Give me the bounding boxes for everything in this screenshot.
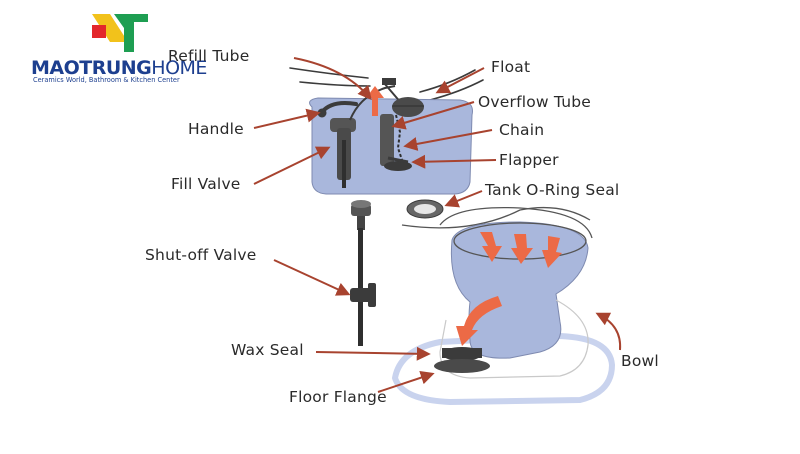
label-tank-o-ring-seal: Tank O-Ring Seal bbox=[485, 181, 620, 199]
arrow-handle bbox=[253, 108, 321, 129]
logo-brand-bold: MAOTRUNG bbox=[31, 57, 152, 79]
chain-part bbox=[395, 114, 403, 161]
label-chain: Chain bbox=[499, 121, 545, 139]
tank-o-ring-part bbox=[406, 199, 444, 219]
arrow-fill-valve bbox=[253, 146, 331, 185]
logo-brand: MAOTRUNGHOME bbox=[31, 57, 207, 79]
fill-valve-part bbox=[330, 118, 356, 188]
overflow-tube-part bbox=[380, 114, 394, 166]
bowl-seat bbox=[401, 206, 593, 239]
logo-brand-light: HOME bbox=[151, 57, 207, 79]
arrow-overflow-tube bbox=[391, 101, 475, 130]
label-floor-flange: Floor Flange bbox=[289, 388, 387, 406]
floor-flange-part bbox=[434, 359, 490, 373]
shut-off-valve-part bbox=[350, 283, 376, 307]
arrow-float bbox=[435, 67, 485, 94]
logo-tagline: Ceramics World, Bathroom & Kitchen Cente… bbox=[33, 76, 180, 84]
arrow-floor-flange bbox=[377, 370, 435, 393]
label-fill-valve: Fill Valve bbox=[171, 175, 241, 193]
wax-seal-part bbox=[442, 347, 482, 361]
label-shut-off-valve: Shut-off Valve bbox=[145, 246, 257, 264]
flush-arrows-icon bbox=[480, 232, 562, 268]
label-handle: Handle bbox=[188, 120, 244, 138]
logo-mark-icon bbox=[92, 14, 148, 52]
arrow-refill-tube bbox=[293, 57, 372, 101]
label-wax-seal: Wax Seal bbox=[231, 341, 304, 359]
arrow-tank-o-ring bbox=[444, 190, 483, 208]
label-overflow-tube: Overflow Tube bbox=[478, 93, 592, 111]
label-float: Float bbox=[491, 58, 531, 76]
arrow-wax-seal bbox=[315, 346, 431, 361]
arrow-chain bbox=[403, 129, 493, 151]
label-bowl: Bowl bbox=[621, 352, 659, 370]
arrow-flapper bbox=[411, 154, 497, 169]
label-flapper: Flapper bbox=[499, 151, 559, 169]
leader-arrows bbox=[253, 57, 622, 393]
label-refill-tube: Refill Tube bbox=[168, 47, 250, 65]
trapway-flow-arrow-icon bbox=[456, 296, 502, 346]
float-part bbox=[382, 78, 424, 117]
arrow-bowl bbox=[595, 312, 622, 351]
supply-line-part bbox=[351, 200, 371, 346]
flapper-part bbox=[384, 156, 412, 171]
arrow-shut-off-valve bbox=[273, 259, 351, 296]
